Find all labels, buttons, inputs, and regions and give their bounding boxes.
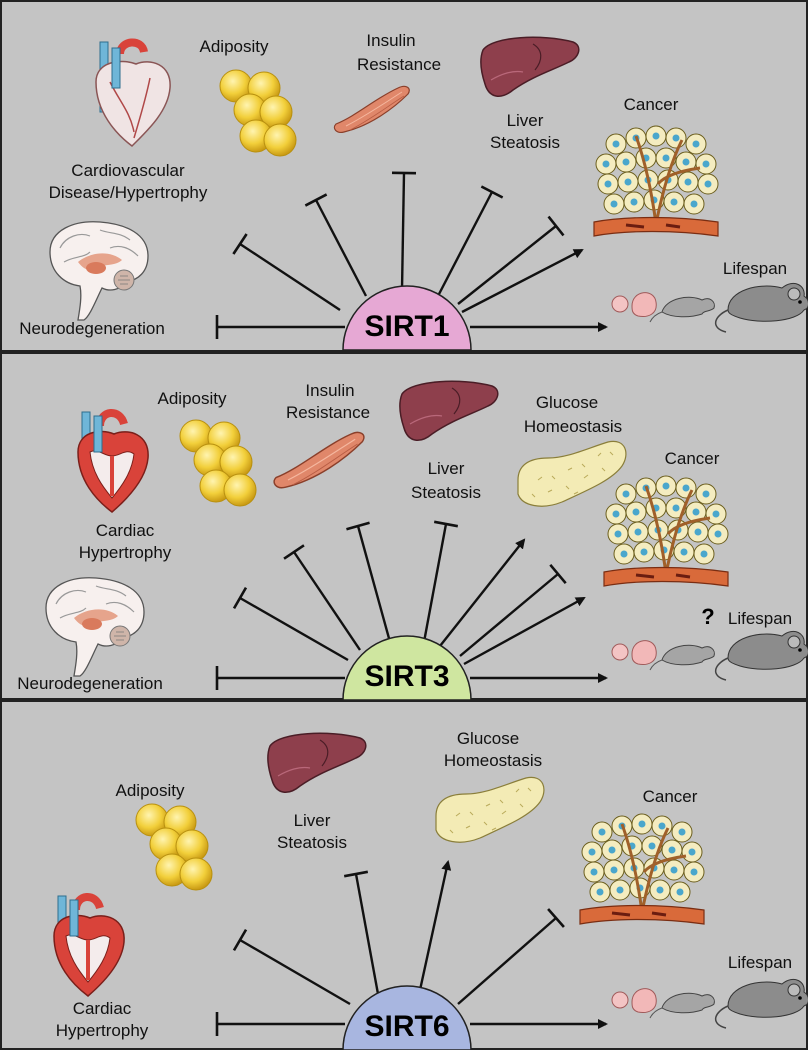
inhibit-insulin-resistance xyxy=(391,171,417,291)
label-adiposity: Adiposity xyxy=(158,389,227,408)
sirt6-hub-node xyxy=(342,985,472,1050)
label-glucose: Glucose xyxy=(536,393,598,412)
label-liver: Liver xyxy=(428,459,465,478)
label-homeostasis: Homeostasis xyxy=(524,417,622,436)
label-cardiac: Cardiac xyxy=(73,999,132,1018)
inhibit-adiposity xyxy=(232,928,351,1006)
label-cardiovascular: Cardiovascular xyxy=(71,161,185,180)
tumor-icon xyxy=(592,124,720,238)
inhibit-cardiovascular xyxy=(232,233,341,312)
inhibit-liver-steatosis xyxy=(436,185,504,297)
tumor-icon xyxy=(578,812,706,926)
label-insulin: Insulin xyxy=(305,381,354,400)
label-resistance: Resistance xyxy=(286,403,370,422)
inhibit-liver-steatosis xyxy=(343,870,380,995)
sirt3-hub-label: SIRT3 xyxy=(364,660,449,693)
tumor-icon xyxy=(602,474,730,588)
label-cancer: Cancer xyxy=(665,449,720,468)
inhibit-adiposity xyxy=(283,544,361,651)
label-lifespan: Lifespan xyxy=(728,953,792,972)
label-adiposity: Adiposity xyxy=(200,37,269,56)
label-resistance: Resistance xyxy=(357,55,441,74)
label-steatosis: Steatosis xyxy=(277,833,347,852)
label-lifespan: Lifespan xyxy=(723,259,787,278)
inhibit-cancer xyxy=(457,215,565,305)
inhibit-adiposity xyxy=(304,193,368,297)
sirt6-hub-label: SIRT6 xyxy=(364,1010,449,1043)
label-cancer: Cancer xyxy=(643,787,698,806)
label-hypertrophy: Hypertrophy xyxy=(56,1021,149,1040)
label-adiposity: Adiposity xyxy=(116,781,185,800)
label-cardiac: Cardiac xyxy=(96,521,155,540)
promote-cancer xyxy=(461,248,584,314)
label-insulin: Insulin xyxy=(366,31,415,50)
inhibit-cancer xyxy=(457,908,565,1005)
promote-glucose-homeostasis xyxy=(439,538,526,647)
label-steatosis: Steatosis xyxy=(411,483,481,502)
question-mark: ? xyxy=(701,604,714,629)
label-lifespan: Lifespan xyxy=(728,609,792,628)
label-liver: Liver xyxy=(507,111,544,130)
sirt1-hub-node xyxy=(342,285,472,351)
inhibit-neurodegeneration xyxy=(215,666,345,690)
label-hypertrophy: Hypertrophy xyxy=(79,543,172,562)
inhibit-insulin-resistance xyxy=(346,521,392,643)
sirt1-hub-label: SIRT1 xyxy=(364,310,449,343)
sirt3-hub-node xyxy=(342,635,472,701)
inhibit-cardiac-hypertrophy xyxy=(215,1012,345,1036)
label-glucose: Glucose xyxy=(457,729,519,748)
promote-cancer xyxy=(463,596,586,666)
label-neurodegeneration: Neurodegeneration xyxy=(19,319,165,338)
label-liver: Liver xyxy=(294,811,331,830)
promote-glucose-homeostasis xyxy=(418,860,452,991)
inhibit-cancer xyxy=(459,563,567,657)
label-cancer: Cancer xyxy=(624,95,679,114)
label-steatosis: Steatosis xyxy=(490,133,560,152)
inhibit-liver-steatosis xyxy=(422,520,459,643)
label-neurodegeneration: Neurodegeneration xyxy=(17,674,163,693)
inhibit-cardiac-hypertrophy xyxy=(232,586,349,662)
label-homeostasis: Homeostasis xyxy=(444,751,542,770)
inhibit-neurodegeneration xyxy=(215,315,345,339)
label-disease-hypertrophy: Disease/Hypertrophy xyxy=(49,183,208,202)
